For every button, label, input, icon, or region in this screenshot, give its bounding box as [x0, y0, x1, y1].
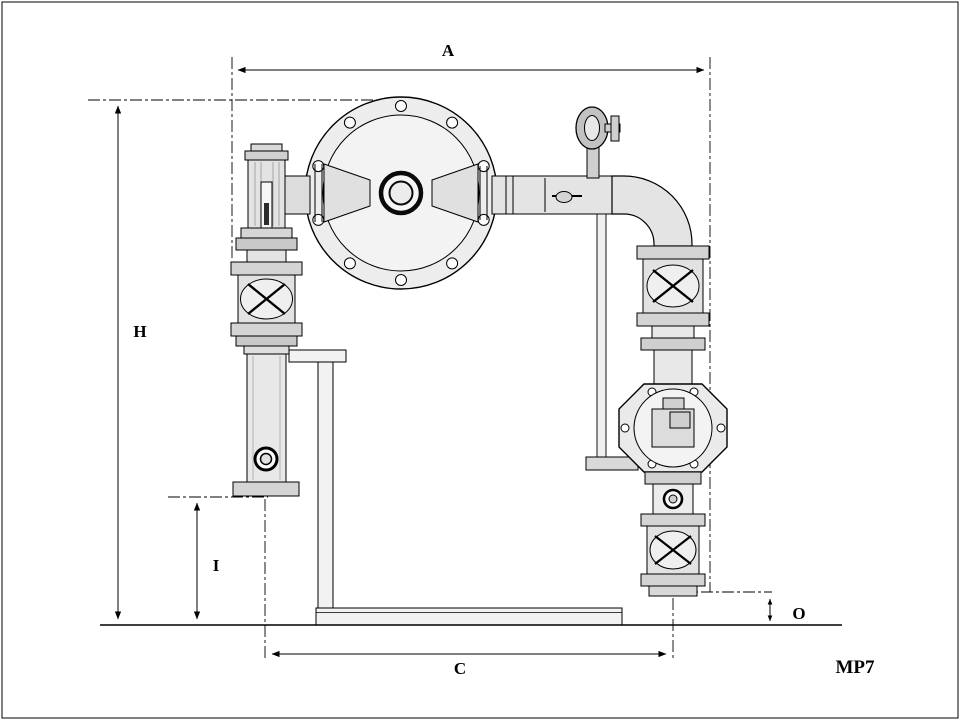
pipe-section [653, 349, 693, 385]
pump-casing [284, 96, 498, 290]
frame-bracket [288, 349, 347, 363]
suction-cone [323, 163, 371, 223]
handwheel-crossbar [610, 115, 620, 142]
clapper-block [669, 411, 691, 429]
flange [240, 227, 293, 239]
sight-glass-left-inner [259, 452, 273, 466]
valve-flange [640, 513, 706, 527]
flange [644, 471, 702, 485]
frame-column [317, 361, 334, 609]
handwheel-stem [586, 145, 600, 179]
flange [235, 237, 298, 251]
casing-bolts [312, 100, 490, 286]
suction-stub-pipe [284, 175, 311, 215]
tap-valve [555, 191, 573, 203]
actuator-stem [264, 203, 269, 225]
dim-o-label: O [792, 604, 805, 623]
discharge-cone [431, 163, 479, 223]
base-frame [288, 349, 623, 626]
handwheel-hub [584, 115, 600, 141]
spool [651, 325, 695, 339]
pipe-elbow [611, 175, 693, 247]
outlet-flange [648, 585, 698, 597]
discharge-pipe-run [491, 106, 693, 471]
flange [235, 335, 298, 347]
valve-cross [652, 269, 694, 303]
dim-h-label: H [133, 322, 146, 341]
suction-assembly-left [230, 143, 303, 497]
valve-flange [640, 573, 706, 587]
valve-flange [636, 245, 710, 260]
clapper-hinge [662, 397, 685, 410]
dim-a-label: A [442, 41, 455, 60]
centerlines [88, 57, 772, 661]
frame-base-plate [315, 607, 623, 626]
valve-flange [230, 261, 303, 276]
valve-cross [247, 283, 286, 315]
sight-glass-right-inner [668, 494, 678, 504]
suction-inlet-flange [232, 481, 300, 497]
dim-i-label: I [213, 556, 220, 575]
impeller-ring-inner [388, 180, 414, 206]
valve-flange [636, 312, 710, 327]
spool [246, 249, 287, 263]
valve-flange [230, 322, 303, 337]
model-label: MP7 [835, 657, 875, 678]
sensing-line [596, 213, 607, 458]
valve-cross [654, 535, 692, 565]
dim-c-label: C [454, 659, 466, 678]
flange [243, 345, 290, 355]
dimensions: A H I C O MP7 [114, 41, 875, 678]
discharge-assembly-right [618, 245, 728, 597]
actuator-top-plate [250, 143, 283, 152]
actuator-cap [244, 150, 289, 161]
flange [640, 337, 706, 351]
